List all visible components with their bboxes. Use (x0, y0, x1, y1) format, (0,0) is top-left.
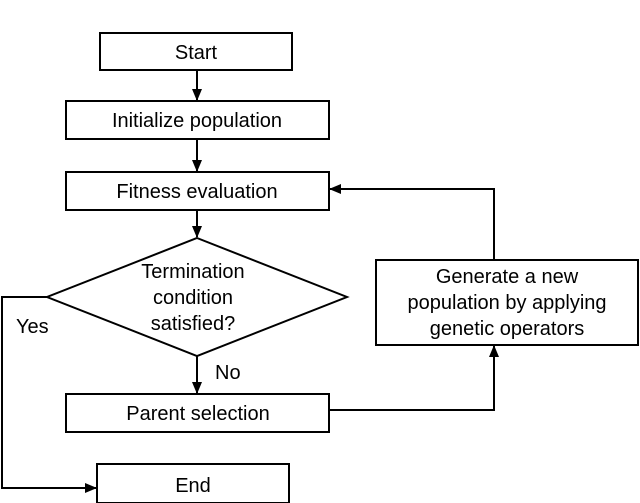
termination-label-3: satisfied? (151, 313, 236, 335)
end-label: End (175, 475, 211, 497)
yes-label: Yes (16, 316, 49, 338)
generate-label-1: Generate a new (436, 266, 579, 288)
parent-box (65, 393, 330, 433)
no-label: No (215, 362, 241, 384)
generate-label-2: population by applying (407, 292, 606, 314)
arrow-parent-generate (329, 345, 499, 411)
end-box (96, 463, 290, 503)
generate-box (375, 259, 639, 346)
termination-label-1: Termination (141, 261, 244, 283)
parent-label: Parent selection (126, 403, 269, 425)
generate-label-3: genetic operators (430, 318, 585, 340)
init-label: Initialize population (112, 110, 282, 132)
arrow-generate-fitness (329, 184, 495, 260)
arrow-termination-end (1, 296, 97, 493)
fitness-label: Fitness evaluation (116, 181, 277, 203)
start-label: Start (175, 42, 218, 64)
termination-label-2: condition (153, 287, 233, 309)
